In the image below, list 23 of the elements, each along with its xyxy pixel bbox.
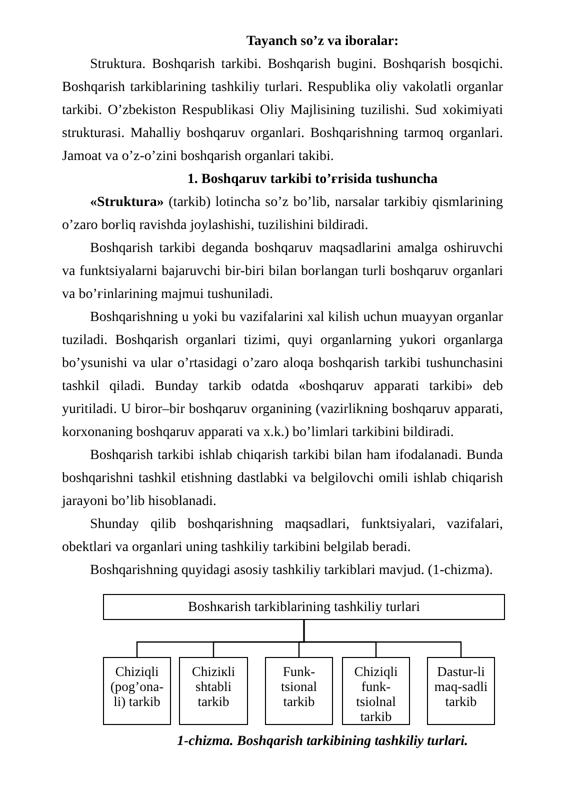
type-box — [179, 657, 248, 725]
paragraph: «Struktura» (tarkib) lotincha so’z bo’lib, narsalar tarkibiy qismlarining o’zaro boғliq ravishda joylashishi, tuzilishini bildiradi. — [62, 194, 503, 235]
category-box — [103, 594, 505, 620]
type-box — [103, 657, 171, 725]
paragraph: Boshqarish tarkibi ishlab chiqarish tarkibi bilan ham ifodalanadi. Bunda boshqarishni tashkil etishning dastlabki va belgilovchi omili ishlab chiqarish jarayoni bo’lib hisoblanadi. — [62, 447, 503, 511]
paragraph: Boshqarish tarkibi deganda boshqaruv maqsadlarini amalga oshiruvchi va funktsiyalarni bajaruvchi bir-biri bilan boғlangan turli boshqaruv organlari va bo’ғinlarining majmui tushuniladi. — [62, 240, 503, 304]
type-box — [265, 657, 333, 725]
box-label: Chiziqli (pog’ona- li) tarkib — [109, 664, 165, 709]
type-box — [427, 657, 495, 725]
type-box — [342, 657, 410, 725]
figure-caption: 1-chizma. Boshqarish tarkibining tashkiliy turlari. — [176, 733, 469, 751]
box-label: Chiziqli funk- tsiolnal tarkib — [353, 664, 399, 724]
paragraph: Boshqarishning quyidagi asosiy tashkiliy tarkiblari mavjud. (1-chizma). — [89, 562, 494, 580]
box-label: Dastur-li maq-sadli tarkib — [433, 664, 489, 709]
box-label: Boshкarish tarkiblarining tashkiliy turlari — [188, 600, 420, 614]
paragraph: Boshqarishning u yoki bu vazifalarini xal kilish uchun muayyan organlar tuziladi. Boshqarish organlari tizimi, quyi organlarning yukori organlarga bo’ysunishi va ular o’rtasidagi o’zaro aloqa boshqarish tarkibi tushunchasini tashkil qiladi. Bunday tarkib odatda «boshqaruv apparati tarkibi» deb yuritiladi. U biror–bir boshqaruv organining (vazirlikning boshqaruv apparati, korxonaning boshqaruv apparati va x.k.) bo’limlari tarkibini bildiradi. — [62, 309, 503, 442]
paragraph: Struktura. Boshqarish tarkibi. Boshqarish bugini. Boshqarish bosqichi. Boshqarish tarkiblarining tashkiliy turlari. Respublika oliy vakolatli organlar tarkibi. O’zbekiston Respublikasi Oliy Majlisining tuzilishi. Sud xokimiyati strukturasi. Mahalliy boshqaruv organlari. Boshqarishning tarmoq organlari. Jamoat va o’z-o’zini boshqarish organlari takibi. — [62, 56, 503, 166]
box-label: Funk- tsional tarkib — [280, 664, 318, 709]
section-heading: 1. Boshqaruv tarkibi to’ғrisida tushuncha — [186, 171, 439, 189]
page-heading: Tayanch so’z va iboralar: — [245, 33, 400, 51]
paragraph: Shunday qilib boshqarishning maqsadlari, funktsiyalari, vazifalari, obektlari va organlari uning tashkiliy tarkibini belgilab beradi. — [62, 516, 503, 557]
box-label: Chiziкli shtabli tarkib — [190, 664, 236, 709]
connector-line — [303, 620, 462, 657]
